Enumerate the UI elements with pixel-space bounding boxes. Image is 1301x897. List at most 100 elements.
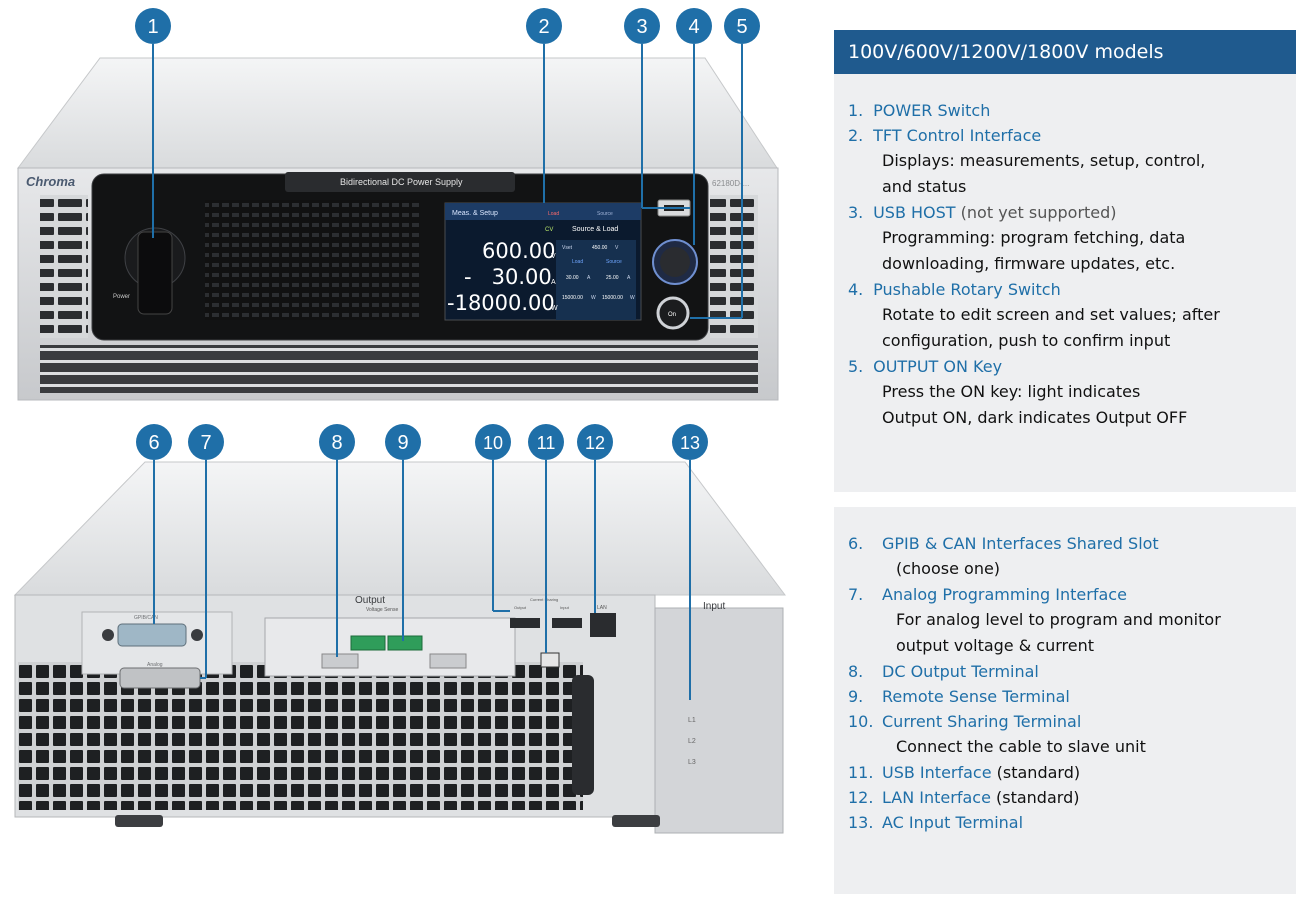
callout-2: 2 [526,8,562,44]
svg-text:3: 3 [636,16,647,38]
item-title: AC Input Terminal [882,813,1024,832]
svg-text:11: 11 [537,433,556,453]
lan-port[interactable] [590,613,616,637]
item-title: USB HOST [873,203,956,222]
callout-3: 3 [624,8,660,44]
input-label: Input [703,601,725,612]
callout-13: 13 [672,424,708,460]
list-item-9: 9.Remote Sense Terminal [848,687,1070,706]
power-switch[interactable] [124,227,186,315]
product-figure: Chroma Bidirectional DC Power Supply 621… [13,8,787,834]
screen-source-power: 15000.00 [602,295,623,301]
list-item-10: 10.Current Sharing Terminal Connect the … [848,712,1146,756]
screen-col-load: Load [572,259,583,265]
item-title: TFT Control Interface [873,126,1042,145]
svg-text:10: 10 [483,433,503,453]
item-title: GPIB & CAN Interfaces Shared Slot [882,534,1159,553]
current-sharing-label: Current Sharing [530,597,558,602]
voltage-sense-label: Voltage Sense [366,607,398,613]
svg-text:1: 1 [147,16,158,38]
gpib-label: GPIB/CAN [134,615,158,621]
callout-12: 12 [577,424,613,460]
l2-label: L2 [688,738,696,745]
list-item-6: 6.GPIB & CAN Interfaces Shared Slot (cho… [848,534,1159,578]
svg-text:2: 2 [538,16,549,38]
rotary-knob[interactable] [652,239,698,285]
on-key-label: On [668,312,676,318]
current-sharing-port-out[interactable] [510,618,540,628]
item-title: Remote Sense Terminal [882,687,1070,706]
panel-header: 100V/600V/1200V/1800V models [834,30,1296,74]
screen-tab: Meas. & Setup [452,210,498,217]
callout-1: 1 [135,8,171,44]
screen-source-current-unit: A [627,275,631,281]
screen-load-power-unit: W [591,295,596,301]
screen-voltage: 600.00 [482,239,555,263]
list-item-13: 13.AC Input Terminal [848,813,1024,832]
callout-7: 7 [188,424,224,460]
leader-lines [152,44,743,700]
screen-voltage-unit: V [551,253,556,260]
brand-logo: Chroma [26,174,75,189]
item-title: Current Sharing Terminal [882,712,1082,731]
screen-vset-label: Vset [562,245,573,251]
list-item-8: 8.DC Output Terminal [848,662,1039,681]
callout-8: 8 [319,424,355,460]
rear-unit [13,461,787,834]
callout-9: 9 [385,424,421,460]
callout-11: 11 [528,424,564,460]
model-plate-text: 62180D-... [712,179,749,188]
list-item-5: 5. OUTPUT ON Key Press the ON key: light… [848,357,1188,427]
cs-input-label: Input [560,605,570,610]
feature-list-rear: 6.GPIB & CAN Interfaces Shared Slot (cho… [834,507,1296,894]
output-on-key[interactable] [656,296,690,330]
svg-text:9: 9 [397,432,408,454]
svg-text:8: 8 [331,432,342,454]
screen-power-unit: W [551,305,558,312]
svg-text:4: 4 [688,16,699,38]
svg-text:6: 6 [148,432,159,454]
item-title: POWER Switch [873,101,991,120]
front-unit [17,57,779,401]
screen-power: -18000.00 [447,291,555,315]
lan-label: LAN [597,605,607,611]
screen-mode-source: Source [597,211,613,217]
screen-source-power-unit: W [630,295,635,301]
item-title: DC Output Terminal [882,662,1039,681]
screen-vset-unit: V [615,245,619,251]
list-item-4: 4. Pushable Rotary Switch Rotate to edit… [848,280,1220,350]
item-title: Pushable Rotary Switch [873,280,1061,299]
item-title: LAN Interface [882,788,991,807]
list-item-11: 11.USB Interface (standard) [848,763,1081,782]
analog-connector[interactable] [119,667,201,689]
screen-col-source: Source [606,259,622,265]
list-item-2: 2. TFT Control Interface Displays: measu… [848,126,1206,196]
screen-load-power: 15000.00 [562,295,583,301]
list-item-12: 12.LAN Interface (standard) [848,788,1080,807]
cs-output-label: Output [514,605,527,610]
screen-mode-select: Source & Load [572,226,618,233]
screen-mode-badge: CV [545,227,553,233]
current-sharing-port-in[interactable] [552,618,582,628]
title-plate-text: Bidirectional DC Power Supply [340,177,463,187]
svg-text:7: 7 [200,432,211,454]
analog-label: Analog [147,662,163,668]
callout-5: 5 [724,8,760,44]
callout-6: 6 [136,424,172,460]
remote-sense-terminal[interactable] [350,635,386,651]
power-label: Power [113,294,130,300]
screen-load-current-unit: A [587,275,591,281]
screen-load-current: 30.00 [566,275,579,281]
svg-text:12: 12 [585,433,605,453]
callout-10: 10 [475,424,511,460]
screen-current: - 30.00 [464,265,552,289]
l1-label: L1 [688,717,696,724]
feature-list-front: 1. POWER Switch 2. TFT Control Interface… [834,74,1296,492]
item-title: OUTPUT ON Key [873,357,1003,376]
usb-b-port[interactable] [540,652,560,668]
screen-current-unit: A [551,279,556,286]
screen-mode-load: Load [548,211,559,217]
gpib-connector[interactable] [102,623,203,647]
svg-text:13: 13 [680,433,700,453]
screen-source-current: 25.00 [606,275,619,281]
